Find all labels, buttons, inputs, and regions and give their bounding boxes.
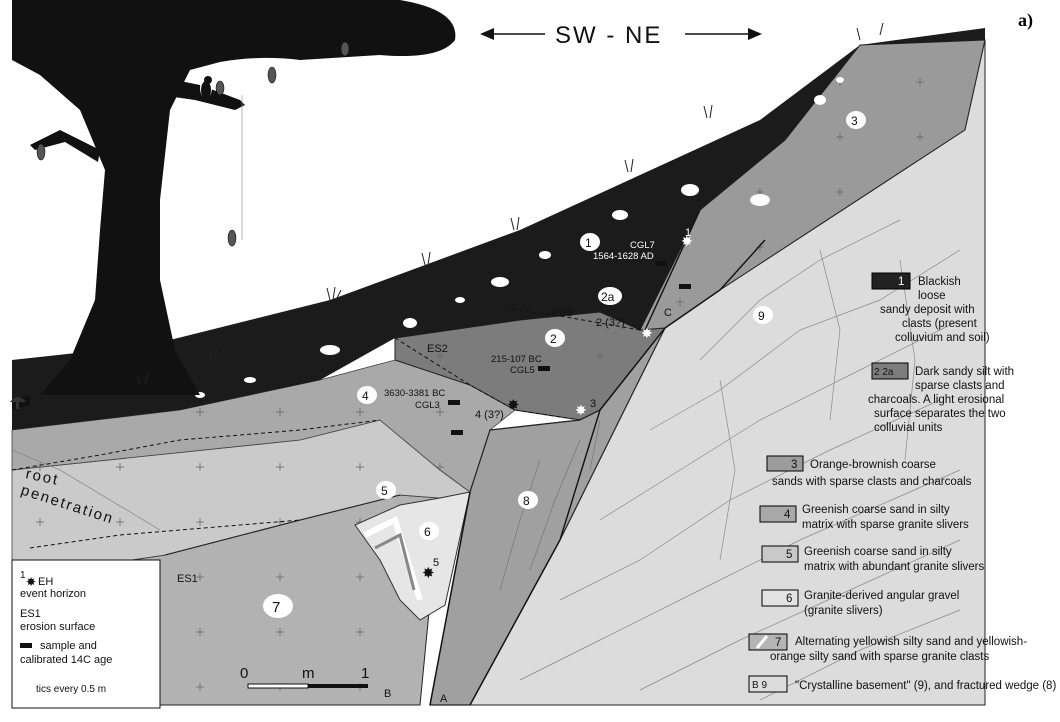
cgl3-age: 3630-3381 BC	[384, 388, 445, 399]
legend-num-1: 1	[898, 276, 904, 288]
svg-text:6: 6	[424, 525, 431, 539]
unit-2a-label: 2a	[598, 287, 622, 305]
eh2-star-icon: ✸	[641, 325, 653, 341]
key-es-desc: erosion surface	[20, 621, 95, 633]
unit-1-label: 1	[580, 233, 600, 251]
fault-b-label: B	[384, 688, 391, 700]
orientation-label: SW - NE	[555, 22, 662, 49]
eh4-star-icon: ✸	[507, 397, 520, 414]
legend-swatch-3	[767, 456, 803, 471]
sample-marker-u4	[451, 430, 463, 435]
legend-swatch-6	[762, 590, 798, 606]
svg-text:7: 7	[272, 599, 280, 616]
legend-2-line-3: surface separates the two	[874, 408, 1006, 420]
key-sample-marker	[20, 643, 32, 648]
sample-marker-cgl3	[448, 400, 460, 405]
legend-5-line-1: matrix with abundant granite slivers	[804, 561, 984, 573]
legend-4-line-0: Greenish coarse sand in silty	[802, 504, 950, 516]
legend-6-line-0: Granite-derived angular gravel	[804, 590, 959, 602]
legend-1-line-3: clasts (present	[902, 318, 978, 330]
legend-num-5: 5	[786, 549, 792, 561]
unit-7-label: 7	[263, 594, 293, 618]
svg-text:1: 1	[585, 236, 592, 250]
legend-num-2: 2 2a	[874, 367, 894, 378]
legend-1-line-1: loose	[918, 290, 946, 302]
legend-num-6: 6	[786, 593, 792, 605]
cgl7-name: CGL7	[630, 240, 655, 251]
legend-num-3: 3	[791, 459, 797, 471]
legend-swatch-4	[760, 506, 796, 522]
legend-1-line-2: sandy deposit with	[880, 304, 975, 316]
es3-label: ES3	[552, 307, 573, 319]
svg-text:2: 2	[550, 332, 557, 346]
svg-text:4: 4	[362, 389, 369, 403]
cgl5-name: CGL5	[510, 365, 535, 376]
panel-label: a)	[1018, 10, 1033, 31]
sample-marker-cgl5	[538, 366, 550, 371]
legend-5-line-0: Greenish coarse sand in silty	[804, 546, 952, 558]
legend-7-line-1: orange silty sand with sparse granite cl…	[770, 651, 989, 663]
unit-9-label: 9	[753, 306, 773, 324]
legend-swatch-5	[762, 546, 798, 562]
legend-2-line-4: colluvial units	[874, 422, 943, 434]
legend-3-line-1: sands with sparse clasts and charcoals	[772, 476, 972, 488]
legend-2-line-2: charcoals. A light erosional	[868, 394, 1004, 406]
legend-2-line-0: Dark sandy silt with	[915, 366, 1014, 378]
legend-num-4: 4	[784, 509, 791, 521]
unit-3-upper-label: 3	[846, 111, 866, 129]
scale-m: m	[302, 665, 315, 682]
legend-num-8-9: B 9	[752, 680, 767, 691]
legend-6-line-1: (granite slivers)	[804, 605, 883, 617]
unit-8-label: 8	[518, 491, 538, 509]
key-sample-2: calibrated 14C age	[20, 654, 112, 666]
cgl3-name: CGL3	[415, 400, 440, 411]
svg-text:8: 8	[523, 494, 530, 508]
fault-a-label: A	[440, 693, 448, 705]
legend-1-line-0: Blackish	[918, 276, 961, 288]
legend-4-line-1: matrix with sparse granite slivers	[802, 519, 969, 531]
unit-2-label: 2	[545, 329, 565, 347]
eh5-label: 5	[433, 557, 439, 569]
key-sample-1: sample and	[40, 640, 97, 652]
svg-text:2a: 2a	[601, 290, 615, 304]
unit-4-label: 4	[357, 386, 377, 404]
eh3-star-icon: ✸	[575, 402, 587, 418]
legend-1-line-4: colluvium and soil)	[895, 332, 990, 344]
svg-text:3: 3	[851, 114, 858, 128]
key-eh-label: EH	[38, 576, 53, 588]
legend-2-line-1: sparse clasts and	[915, 380, 1005, 392]
svg-text:5: 5	[381, 484, 388, 498]
legend-num-7: 7	[775, 637, 781, 649]
cgl7-age: 1564-1628 AD	[593, 251, 654, 262]
eh2-label: 2 (3?)	[596, 317, 625, 329]
fault-c-label: C	[664, 307, 672, 319]
eh3-label: 3	[590, 398, 596, 410]
legend-3-line-0: Orange-brownish coarse	[810, 459, 936, 471]
svg-text:9: 9	[758, 309, 765, 323]
legend-8-9-line-0: "Crystalline basement" (9), and fracture…	[795, 680, 1056, 692]
eh1-label: 1	[685, 227, 691, 239]
es2-label: ES2	[427, 343, 448, 355]
key-tics: tics every 0.5 m	[36, 684, 106, 695]
cgl5-age: 215-107 BC	[491, 354, 542, 365]
eh4-label: 4 (3?)	[475, 409, 504, 421]
unit-5-label: 5	[376, 481, 396, 499]
unit-6-label: 6	[419, 522, 439, 540]
es1-label: ES1	[177, 573, 198, 585]
sample-marker-cgl7	[655, 261, 667, 266]
key-star-icon: ✸	[26, 575, 36, 589]
scale-one: 1	[361, 665, 369, 682]
sample-marker-2a	[679, 284, 691, 289]
key-eh-desc: event horizon	[20, 588, 86, 600]
legend-7-line-0: Alternating yellowish silty sand and yel…	[795, 636, 1027, 648]
scale-zero: 0	[240, 665, 248, 682]
key-es-label: ES1	[20, 608, 41, 620]
